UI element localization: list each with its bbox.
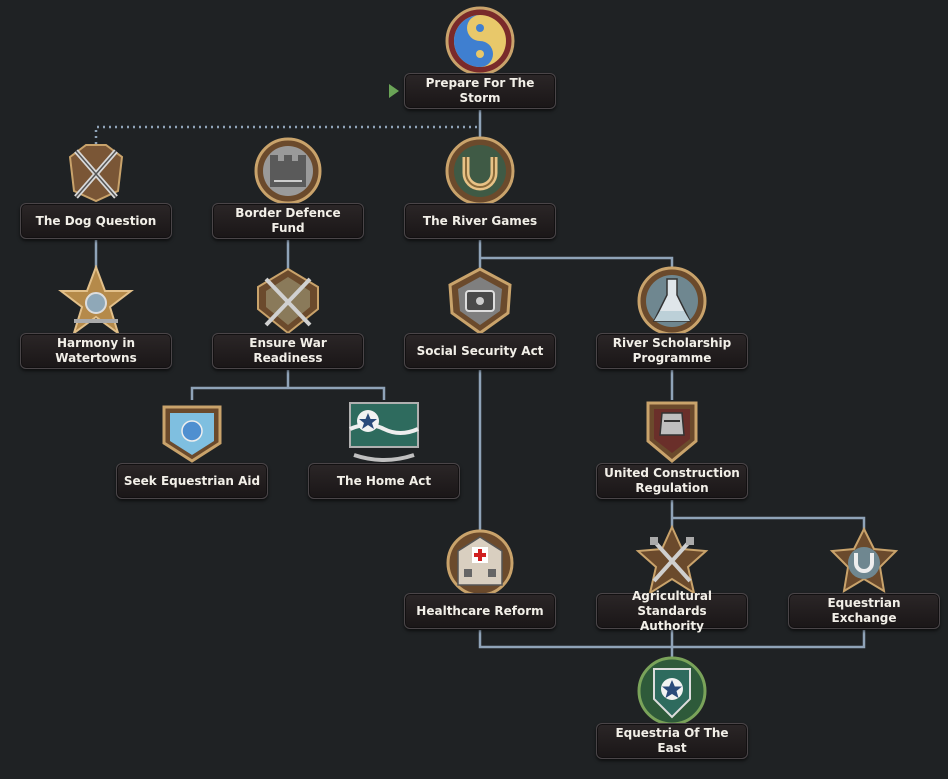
star-medal-icon — [56, 264, 136, 337]
star-shield-icon — [632, 655, 712, 727]
globe-emblem-icon — [152, 395, 232, 467]
focus-label: Seek Equestrian Aid — [116, 463, 268, 499]
available-focus-indicator — [389, 84, 399, 98]
horseshoe-star-icon — [824, 525, 904, 597]
flask-icon — [632, 265, 712, 337]
focus-label: Border Defence Fund — [212, 203, 364, 239]
crossed-shovels-icon — [632, 524, 712, 597]
knight-helmet-icon — [632, 395, 712, 467]
focus-label: Prepare For The Storm — [404, 73, 556, 109]
yin-yang-emblem-icon — [440, 5, 520, 77]
focus-ensure-war-readiness[interactable]: Ensure War Readiness — [208, 265, 368, 375]
focus-the-home-act[interactable]: The Home Act — [304, 395, 464, 505]
focus-harmony-in-watertowns[interactable]: Harmony in Watertowns — [16, 264, 176, 375]
hospital-icon — [440, 525, 520, 597]
strongbox-icon — [440, 265, 520, 337]
crossed-swords-icon — [56, 135, 136, 207]
focus-label: The Dog Question — [20, 203, 172, 239]
focus-equestrian-exchange[interactable]: Equestrian Exchange — [784, 525, 944, 635]
focus-equestria-of-the-east[interactable]: Equestria Of The East — [592, 655, 752, 765]
focus-label: Equestria Of The East — [596, 723, 748, 759]
focus-the-dog-question[interactable]: The Dog Question — [16, 135, 176, 245]
focus-the-river-games[interactable]: The River Games — [400, 135, 560, 245]
focus-label: Social Security Act — [404, 333, 556, 369]
star-flag-icon — [344, 395, 424, 467]
prereq-line — [672, 516, 866, 530]
focus-border-defence-fund[interactable]: Border Defence Fund — [208, 135, 368, 245]
focus-healthcare-reform[interactable]: Healthcare Reform — [400, 525, 560, 635]
exclusive-line — [94, 125, 480, 150]
shield-swords-icon — [248, 265, 328, 337]
fortification-icon — [248, 135, 328, 207]
focus-label: The Home Act — [308, 463, 460, 499]
horseshoe-icon — [440, 135, 520, 207]
prereq-line — [190, 386, 386, 400]
focus-label: Ensure War Readiness — [212, 333, 364, 369]
focus-label: Harmony in Watertowns — [20, 333, 172, 369]
focus-prepare-for-the-storm[interactable]: Prepare For The Storm — [400, 5, 560, 115]
focus-seek-equestrian-aid[interactable]: Seek Equestrian Aid — [112, 395, 272, 505]
focus-label: The River Games — [404, 203, 556, 239]
focus-label: Equestrian Exchange — [788, 593, 940, 629]
prereq-line — [480, 256, 674, 270]
focus-label: Healthcare Reform — [404, 593, 556, 629]
focus-social-security-act[interactable]: Social Security Act — [400, 265, 560, 375]
